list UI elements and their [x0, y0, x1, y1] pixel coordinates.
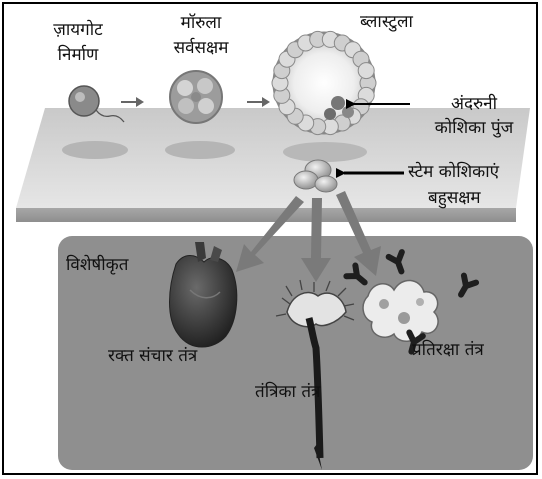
label-inner-mass-line1: अंदरुनी — [415, 94, 533, 115]
label-stem-line1: स्टेम कोशिकाएं — [408, 162, 536, 183]
arrow-zygote-morula — [121, 97, 144, 107]
label-circulatory-system: रक्त संचार तंत्र — [108, 346, 197, 367]
label-nervous-system: तंत्रिका तंत्र — [255, 382, 320, 403]
top-plate-edge — [16, 208, 516, 222]
label-morula: मॉरुला सर्वसक्षम — [146, 13, 256, 59]
label-zygote-line2: निर्माण — [22, 45, 134, 66]
label-morula-line2: सर्वसक्षम — [146, 38, 256, 59]
arrow-morula-blastula — [247, 97, 270, 107]
label-immune-system: प्रतिरक्षा तंत्र — [412, 340, 484, 361]
label-inner-mass-line2: कोशिका पुंज — [415, 118, 533, 139]
label-stem-line2: बहुसक्षम — [408, 188, 536, 209]
label-stem-cells: स्टेम कोशिकाएं बहुसक्षम — [408, 162, 536, 209]
label-zygote: ज़ायगोट निर्माण — [22, 20, 134, 66]
label-specialized: विशेषीकृत — [66, 255, 128, 276]
label-inner-cell-mass: अंदरुनी कोशिका पुंज — [415, 94, 533, 139]
label-morula-line1: मॉरुला — [146, 13, 256, 34]
blastula-outer-cell — [358, 63, 374, 79]
label-zygote-line1: ज़ायगोट — [22, 20, 134, 41]
morula-cell — [170, 71, 222, 123]
label-blastula: ब्लास्टुला — [360, 12, 413, 33]
blastula-cell — [272, 31, 376, 134]
